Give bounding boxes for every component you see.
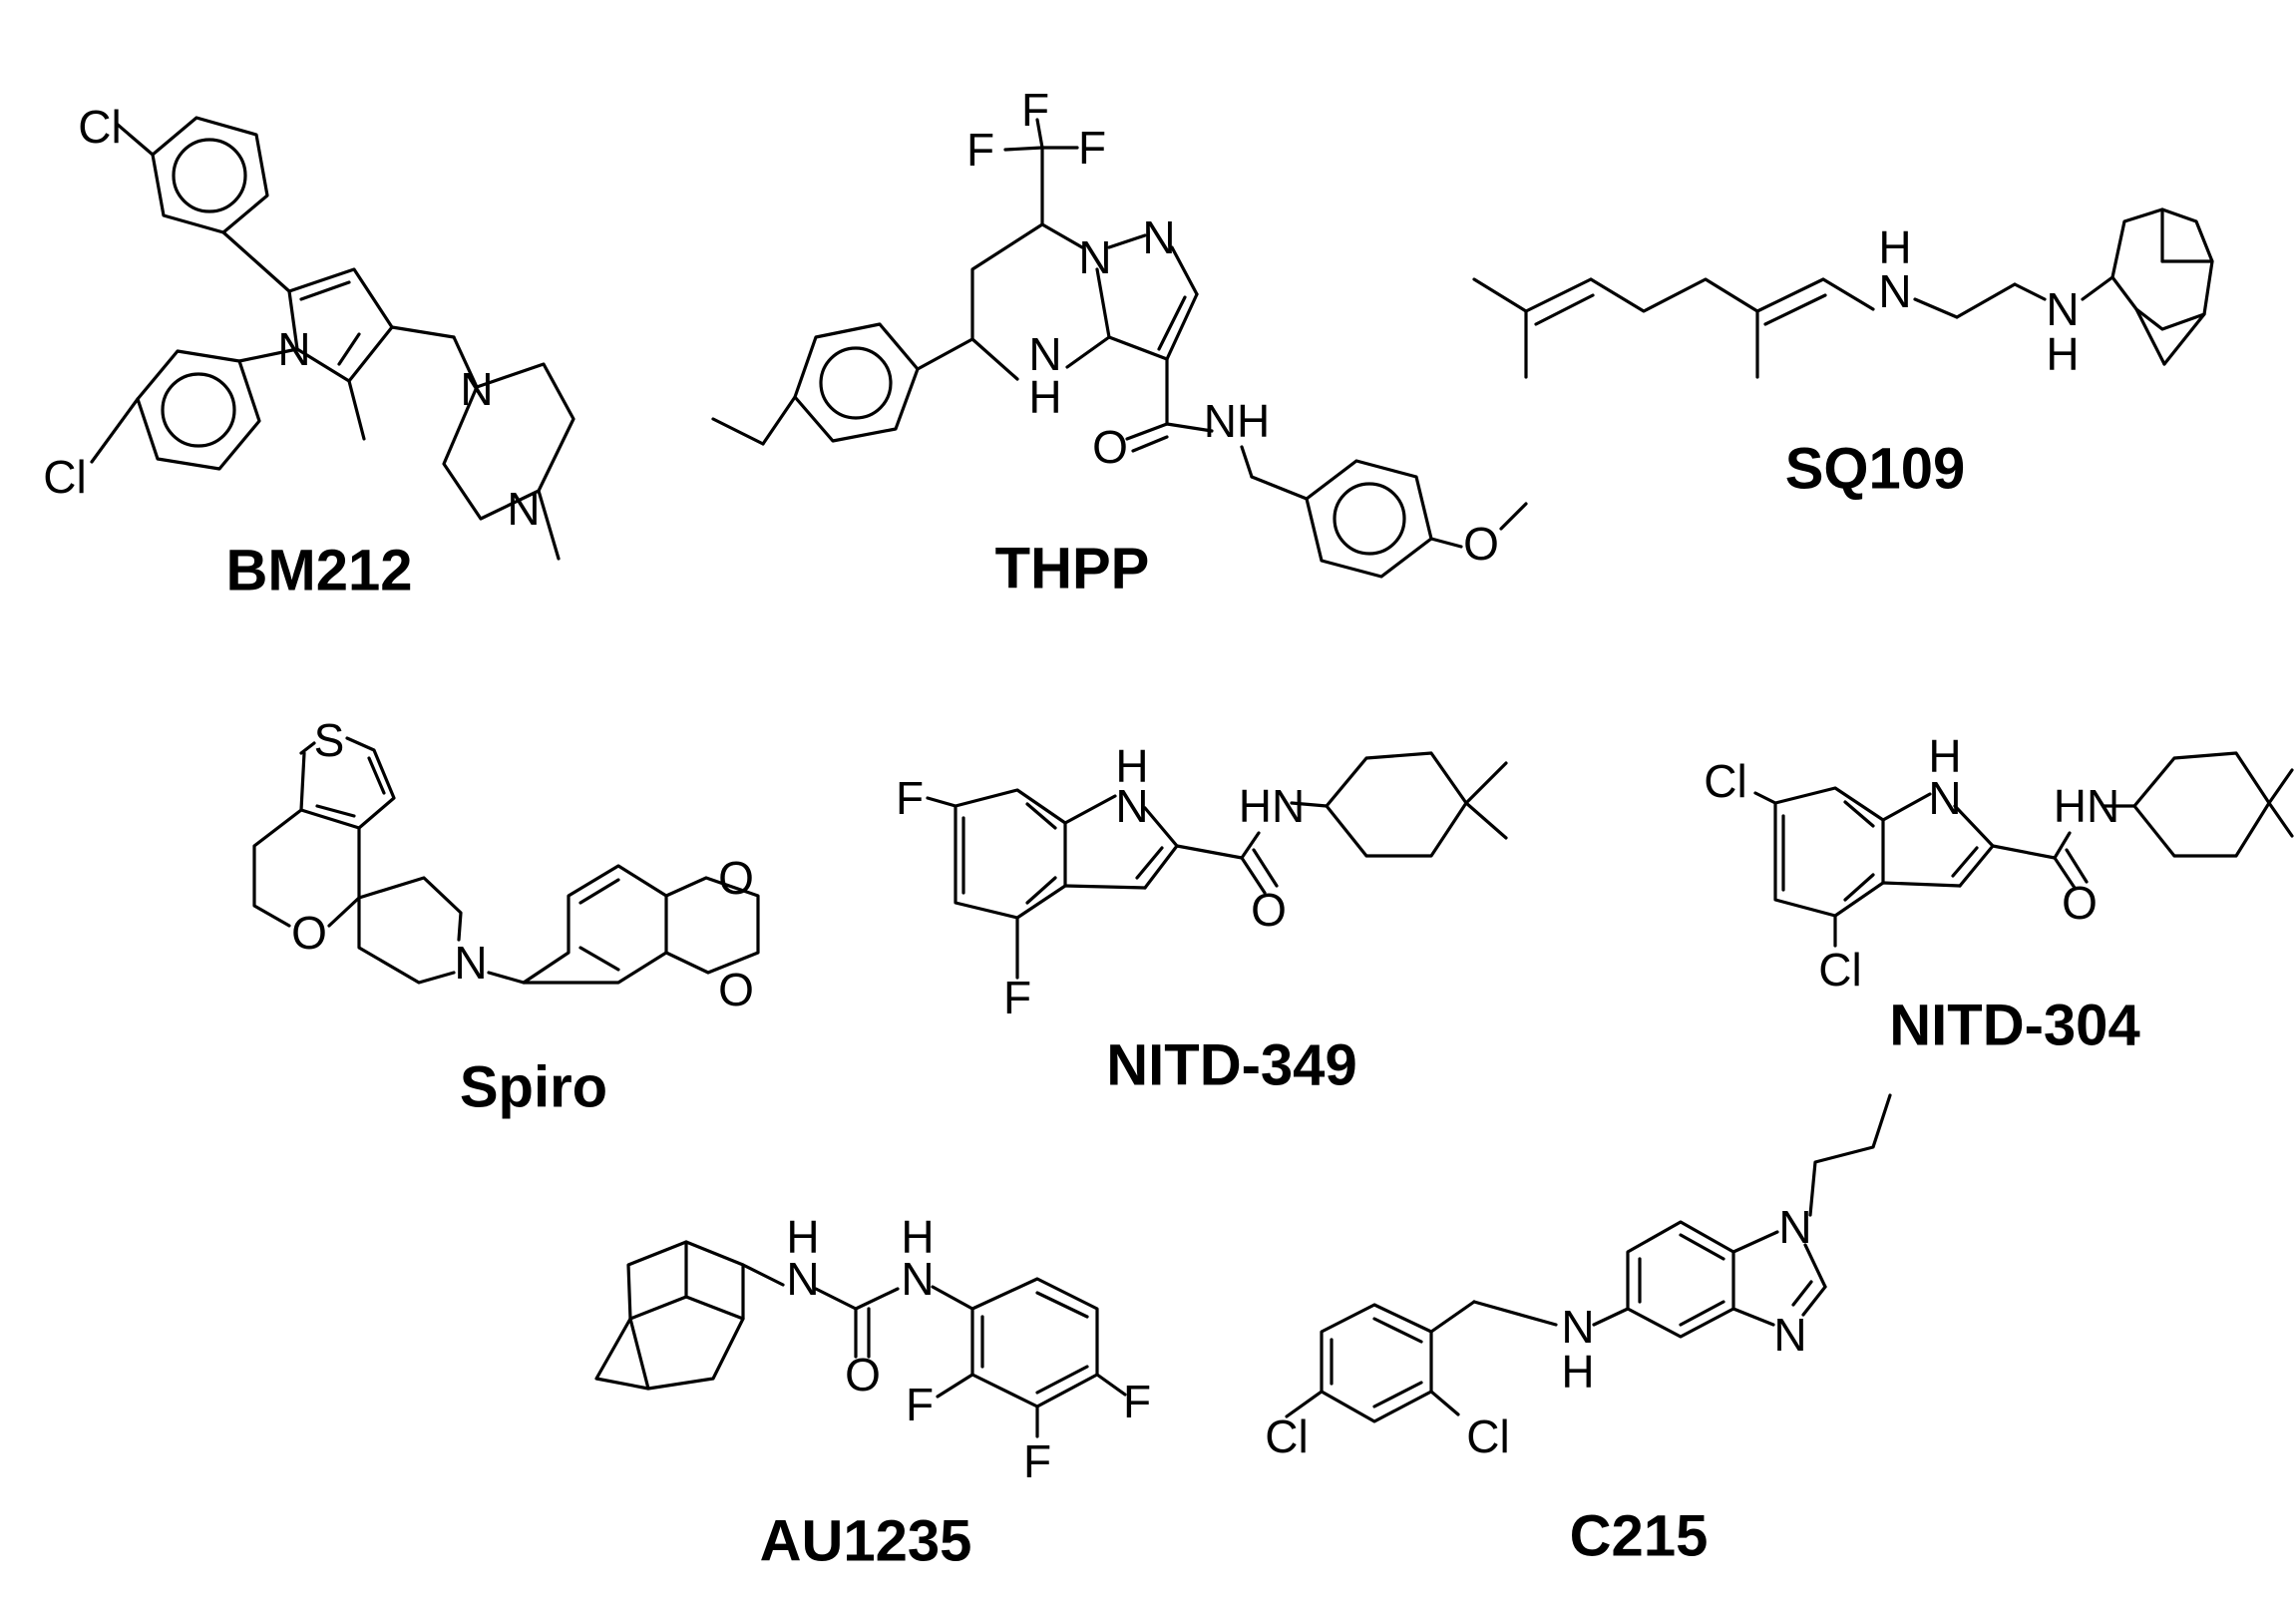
atom-n: N: [786, 1253, 819, 1305]
atom-n: N: [1561, 1301, 1594, 1353]
molecule-spiro: [252, 736, 760, 985]
atom-cl: Cl: [78, 101, 121, 153]
molecule-thpp: [711, 118, 1528, 579]
atom-n: N: [1028, 328, 1061, 380]
molecule-bm212: [90, 116, 575, 561]
atom-cl: Cl: [1704, 755, 1746, 807]
atom-o: O: [1092, 421, 1128, 473]
atom-hn: HN: [1239, 780, 1305, 832]
atom-n: N: [454, 937, 487, 989]
atom-o: O: [718, 964, 754, 1015]
atom-h: H: [1115, 740, 1148, 792]
atom-n: N: [1778, 1201, 1811, 1253]
atom-f: F: [1021, 84, 1049, 136]
atom-h: H: [1561, 1346, 1594, 1398]
atom-nh: NH: [1204, 395, 1270, 447]
atom-h: H: [786, 1211, 819, 1263]
molecule-nitd349: [926, 751, 1508, 980]
molecule-nitd304: [1753, 751, 2294, 948]
compound-name: NITD-349: [1106, 1033, 1356, 1098]
atom-f: F: [966, 124, 994, 176]
atom-cl: Cl: [1265, 1410, 1308, 1462]
compound-name: SQ109: [1785, 437, 1966, 502]
molecule-c215: [1285, 1093, 1892, 1423]
atom-n: N: [507, 483, 540, 535]
compound-name: C215: [1570, 1504, 1709, 1569]
atom-o: O: [718, 852, 754, 904]
atom-n: N: [1078, 231, 1111, 283]
molecule-au1235: [594, 1240, 1127, 1438]
atom-o: O: [1251, 884, 1287, 936]
atom-f: F: [1023, 1435, 1051, 1487]
atom-o: O: [2062, 877, 2098, 929]
atom-n: N: [1878, 265, 1911, 317]
atom-f: F: [1123, 1376, 1151, 1427]
atom-n: N: [901, 1253, 934, 1305]
compound-name: Spiro: [460, 1055, 607, 1120]
atom-n: N: [460, 363, 493, 415]
atom-f: F: [1003, 972, 1031, 1023]
atom-cl: Cl: [43, 451, 86, 503]
atom-f: F: [896, 772, 924, 824]
compound-name: NITD-304: [1889, 994, 2139, 1058]
atom-hn: HN: [2054, 780, 2119, 832]
compound-name: AU1235: [760, 1509, 972, 1574]
atom-n: N: [1773, 1309, 1806, 1361]
atom-cl: Cl: [1818, 944, 1861, 996]
atom-h: H: [1878, 221, 1911, 273]
atom-o: O: [1463, 518, 1499, 570]
atom-f: F: [906, 1379, 934, 1430]
atom-n: N: [1928, 772, 1961, 824]
atom-o: O: [291, 907, 327, 959]
molecule-sq109: [1472, 207, 2214, 379]
atom-n: N: [1142, 211, 1175, 263]
atom-n: N: [1115, 780, 1148, 832]
atom-h: H: [1928, 730, 1961, 782]
atom-f: F: [1078, 122, 1106, 174]
atom-n: N: [277, 323, 310, 375]
compound-name: BM212: [226, 539, 413, 603]
atom-h: H: [901, 1211, 934, 1263]
atom-labels: Cl Cl N N N F F F N N N H O NH O H N N H…: [43, 84, 2119, 1487]
compound-names: BM212 THPP SQ109 Spiro NITD-349 NITD-304…: [226, 437, 2140, 1574]
atom-o: O: [845, 1349, 881, 1401]
atom-h: H: [2046, 328, 2079, 380]
atom-h: H: [1028, 371, 1061, 423]
atom-cl: Cl: [1466, 1410, 1509, 1462]
compound-name: THPP: [995, 537, 1150, 602]
atom-n: N: [2046, 283, 2079, 335]
atom-s: S: [314, 714, 345, 766]
